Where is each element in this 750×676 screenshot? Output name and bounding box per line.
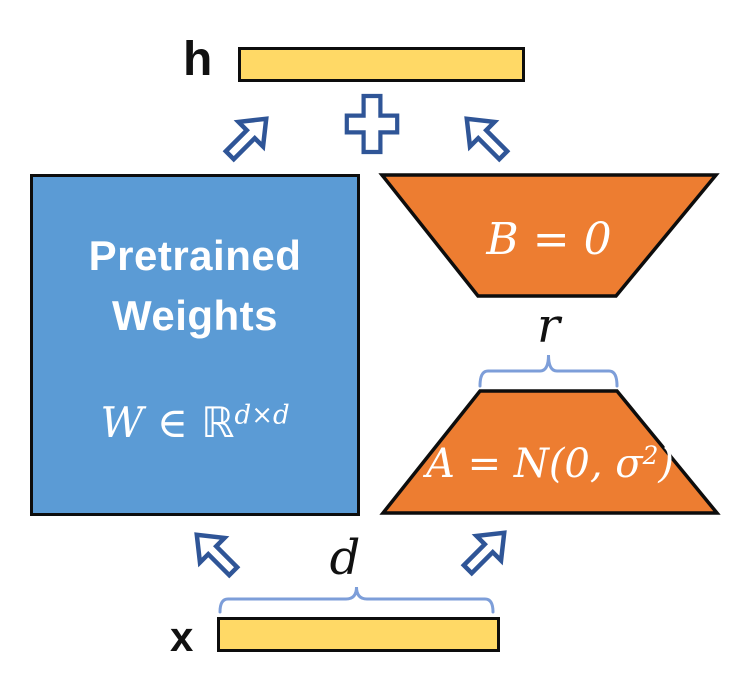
h-vector-label: h — [183, 33, 213, 86]
d-dimension-label: d — [329, 530, 361, 586]
x-vector-label: x — [170, 613, 194, 660]
lora-a-trapezoid — [379, 389, 721, 515]
d-brace — [218, 586, 495, 614]
a-formula-superscript: 2 — [642, 441, 659, 471]
up-right-arrow-icon — [460, 530, 507, 577]
up-right-arrow-icon — [222, 116, 269, 163]
h-vector-bar — [238, 47, 525, 82]
a-formula-open: A = N(0, σ — [425, 441, 643, 487]
pretrained-line2: Weights — [111, 292, 279, 339]
pretrained-weights-title: Pretrained Weights — [30, 226, 360, 346]
w-formula-base: W ∈ ℝ — [100, 398, 235, 447]
up-left-arrow-icon — [194, 532, 241, 579]
r-brace — [478, 354, 619, 388]
lora-a-formula: A = N(0, σ2) — [380, 441, 720, 487]
pretrained-weights-block — [30, 174, 360, 516]
up-left-arrow-icon — [464, 116, 511, 163]
a-formula-close: ) — [658, 441, 674, 487]
lora-b-trapezoid — [378, 173, 720, 298]
pretrained-weights-formula: W ∈ ℝd×d — [30, 402, 360, 444]
r-dimension-label: r — [537, 298, 560, 354]
x-vector-bar — [217, 617, 500, 652]
pretrained-line1: Pretrained — [88, 232, 302, 279]
w-formula-superscript: d×d — [234, 400, 290, 431]
lora-b-formula: B = 0 — [486, 214, 612, 265]
plus-icon — [344, 93, 400, 155]
